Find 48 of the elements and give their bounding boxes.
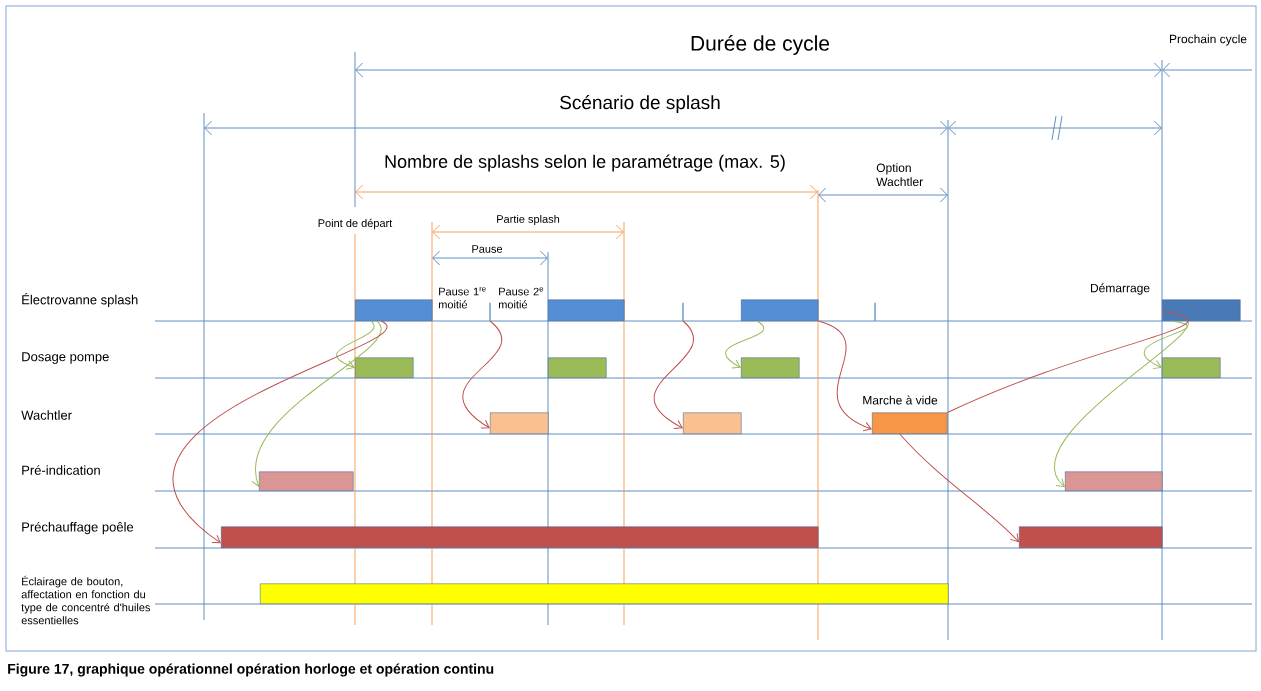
dimension-label: Pause 1$^{re}$ moitié — [438, 287, 486, 309]
timing-bar — [1019, 526, 1163, 548]
timing-bar — [1162, 357, 1221, 378]
timing-bar — [872, 412, 948, 434]
curved-arrow — [653, 320, 695, 430]
curved-arrow — [172, 320, 388, 544]
row-label: Préchauffage poêle — [22, 521, 134, 535]
timing-bar — [741, 299, 819, 321]
timing-bar — [1065, 471, 1163, 491]
curved-arrow — [818, 320, 872, 432]
timing-bar — [683, 412, 742, 434]
timing-bar — [355, 357, 414, 378]
timing-bar — [355, 299, 433, 321]
curved-arrow — [899, 433, 1019, 543]
dimension-label: Partie splash — [497, 214, 560, 226]
dimension-label: Scénario de splash — [560, 95, 720, 113]
dimension-label: Prochain cycle — [1170, 34, 1247, 46]
row-label: Électrovanne splash — [22, 293, 138, 307]
curved-arrow — [725, 320, 765, 369]
figure-caption: Figure 17, graphique opérationnel opération horloge et opération continu — [8, 663, 494, 677]
row-label: Dosage pompe — [22, 352, 109, 364]
timing-bar — [490, 412, 549, 434]
annotation: Marche à vide — [863, 395, 938, 405]
curved-arrow — [336, 320, 375, 370]
dimension-label: Pause — [472, 245, 503, 253]
tick-mark — [489, 302, 491, 321]
curved-arrow — [1144, 320, 1188, 370]
row-label: Éclairage de bouton, affectation en fonction du type de concentré d'huiles essentielles — [21, 575, 151, 625]
timing-bar — [548, 357, 607, 378]
dimension-label: Durée de cycle — [691, 35, 830, 55]
timing-bar — [741, 357, 800, 378]
dimension-label: Option Wachtler — [876, 163, 923, 186]
tick-mark — [682, 302, 684, 321]
curved-arrow — [1054, 320, 1189, 488]
dimension-label: Point de départ — [318, 218, 393, 230]
timing-bar — [1162, 299, 1241, 321]
tick-mark — [874, 302, 876, 321]
timing-bar — [260, 583, 949, 604]
timing-bar — [259, 471, 354, 491]
row-label: Wachtler — [21, 410, 72, 420]
curved-arrow — [251, 320, 382, 487]
timing-bar — [548, 299, 625, 321]
annotation: Démarrage — [1091, 283, 1150, 295]
dimension-label: Pause 2$^{e}$ moitié — [498, 287, 544, 309]
dimension-label: Nombre de splashs selon le paramétrage (max. 5) — [385, 154, 785, 172]
timing-bar — [221, 526, 819, 548]
curved-arrow — [462, 320, 503, 429]
row-label: Pré-indication — [22, 465, 100, 475]
